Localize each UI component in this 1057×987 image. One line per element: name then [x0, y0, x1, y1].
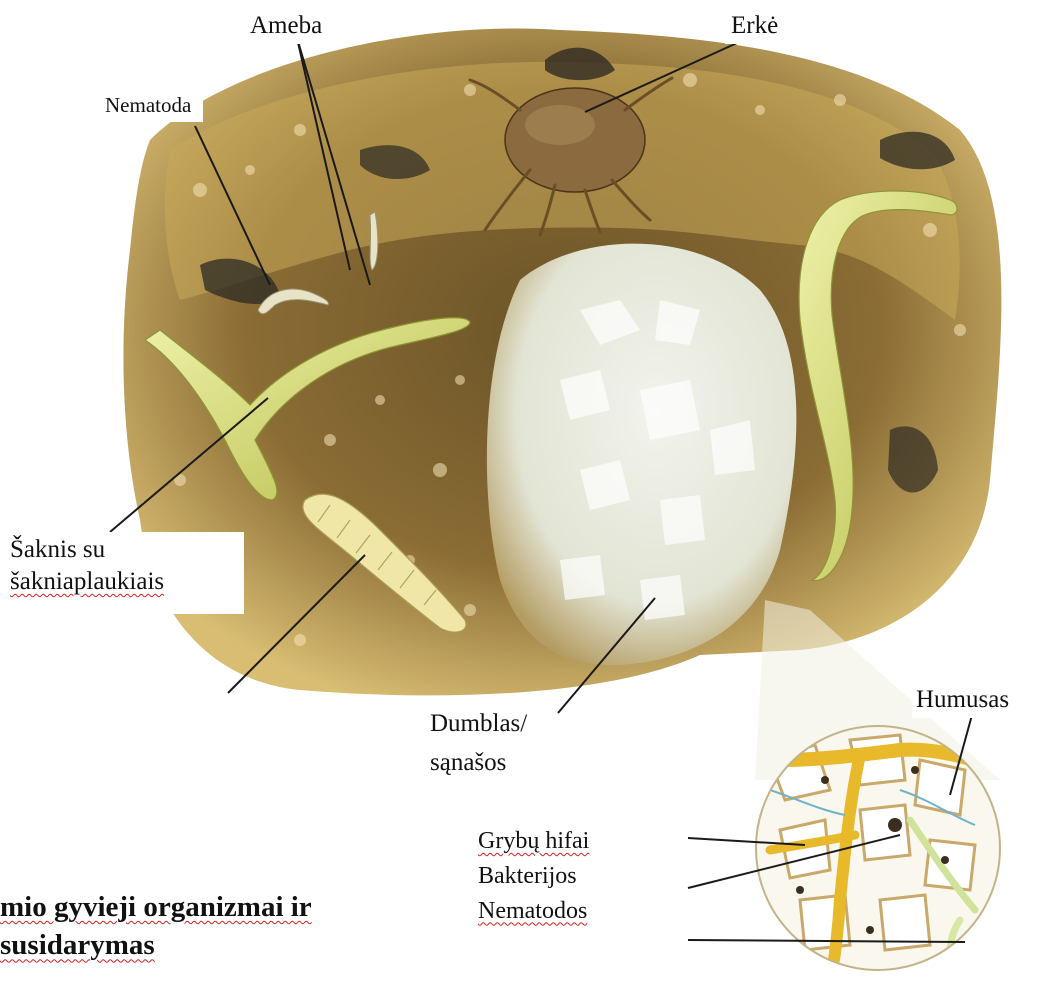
label-dumblas-line1: Dumblas/: [430, 705, 548, 744]
caption-line1: mio gyvieji organizmai ir: [0, 888, 312, 926]
caption: mio gyvieji organizmai ir susidarymas: [0, 888, 316, 969]
caption-line2: susidarymas: [0, 926, 312, 964]
label-erke: Erkė: [725, 8, 784, 44]
label-nematoda: Nematoda: [93, 88, 203, 122]
label-magnified-group: Grybų hifai Bakterijos Nematodos: [470, 822, 682, 930]
label-nematodos: Nematodos: [478, 894, 674, 929]
label-bakterijos: Bakterijos: [478, 859, 674, 894]
label-saknis-line1: Šaknis su: [10, 534, 238, 566]
label-ameba: Ameba: [238, 8, 334, 44]
label-grybu-hifai: Grybų hifai: [478, 824, 674, 859]
soil-aggregate: [487, 244, 797, 666]
label-humusas: Humusas: [912, 682, 1013, 718]
label-saknis: Šaknis su šakniaplaukiais: [4, 532, 244, 614]
label-saknis-line2: šakniaplaukiais: [10, 566, 238, 598]
label-dumblas: Dumblas/ sąnašos: [422, 703, 556, 785]
label-dumblas-line2: sąnašos: [430, 744, 548, 783]
